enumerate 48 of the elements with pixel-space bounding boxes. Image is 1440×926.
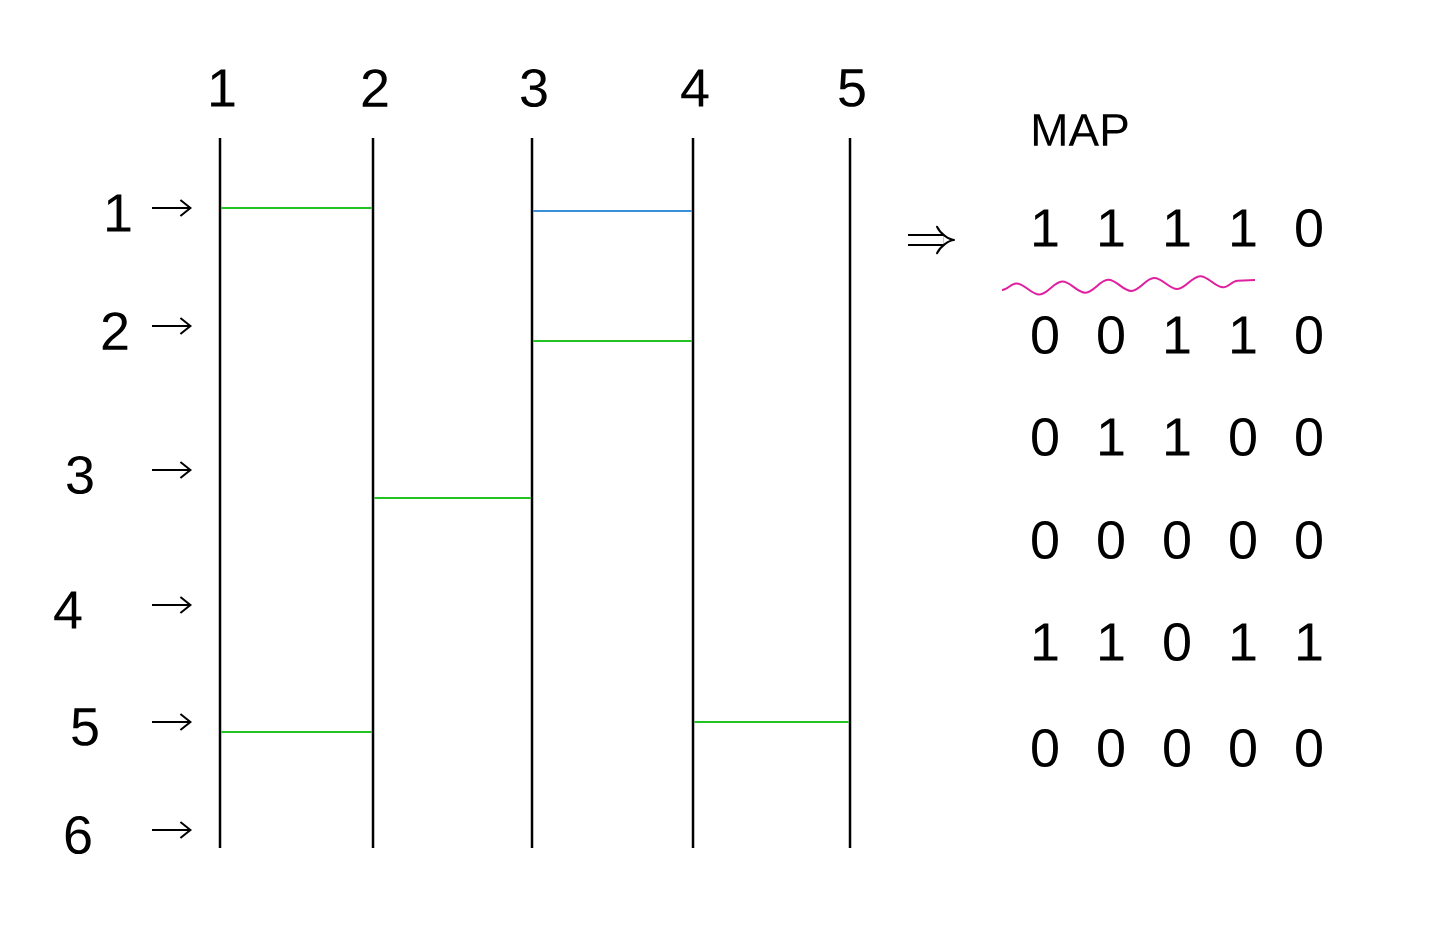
rung-line — [220, 731, 373, 733]
matrix-value: 1 — [1100, 209, 1124, 247]
matrix-value: 1 — [1232, 623, 1256, 661]
matrix-value: 1 — [1166, 418, 1190, 456]
matrix-value: 1 — [1166, 316, 1190, 354]
matrix-value: 1 — [1100, 623, 1124, 661]
row-number: 2 — [102, 312, 128, 350]
matrix-value: 0 — [1098, 315, 1124, 355]
matrix-value: 0 — [1164, 622, 1190, 662]
rung-line — [532, 210, 693, 212]
matrix-value: 1 — [1034, 623, 1058, 661]
matrix-value: 0 — [1098, 520, 1124, 560]
rung-line — [220, 207, 373, 209]
rung-line — [373, 497, 532, 499]
matrix-value: 1 — [1298, 623, 1322, 661]
matrix-value: 0 — [1296, 315, 1322, 355]
matrix-value: 0 — [1164, 728, 1190, 768]
matrix-value: 1 — [1100, 418, 1124, 456]
column-number: 5 — [839, 69, 865, 107]
row-number: 1 — [107, 194, 131, 232]
column-number: 3 — [521, 68, 547, 108]
column-number: 4 — [681, 69, 709, 107]
matrix-value: 0 — [1230, 520, 1256, 560]
map-title: MAP — [1033, 114, 1128, 146]
column-number: 2 — [362, 69, 388, 107]
matrix-value: 0 — [1296, 208, 1322, 248]
column-number: 1 — [211, 69, 235, 107]
matrix-value: 1 — [1166, 209, 1190, 247]
row-number: 5 — [72, 708, 98, 746]
matrix-value: 0 — [1296, 417, 1322, 457]
matrix-value: 0 — [1296, 520, 1322, 560]
row-number: 6 — [65, 815, 91, 855]
rung-line — [532, 340, 693, 342]
matrix-value: 1 — [1232, 209, 1256, 247]
matrix-value: 0 — [1230, 417, 1256, 457]
rung-line — [693, 721, 850, 723]
matrix-value: 0 — [1296, 728, 1322, 768]
matrix-value: 1 — [1034, 209, 1058, 247]
row-number: 3 — [67, 455, 93, 495]
matrix-value: 0 — [1032, 520, 1058, 560]
row-number: 4 — [54, 591, 82, 629]
matrix-value: 0 — [1230, 728, 1256, 768]
matrix-value: 0 — [1164, 520, 1190, 560]
matrix-value: 0 — [1032, 417, 1058, 457]
matrix-value: 0 — [1032, 728, 1058, 768]
matrix-value: 1 — [1232, 316, 1256, 354]
matrix-value: 0 — [1098, 728, 1124, 768]
matrix-value: 0 — [1032, 315, 1058, 355]
